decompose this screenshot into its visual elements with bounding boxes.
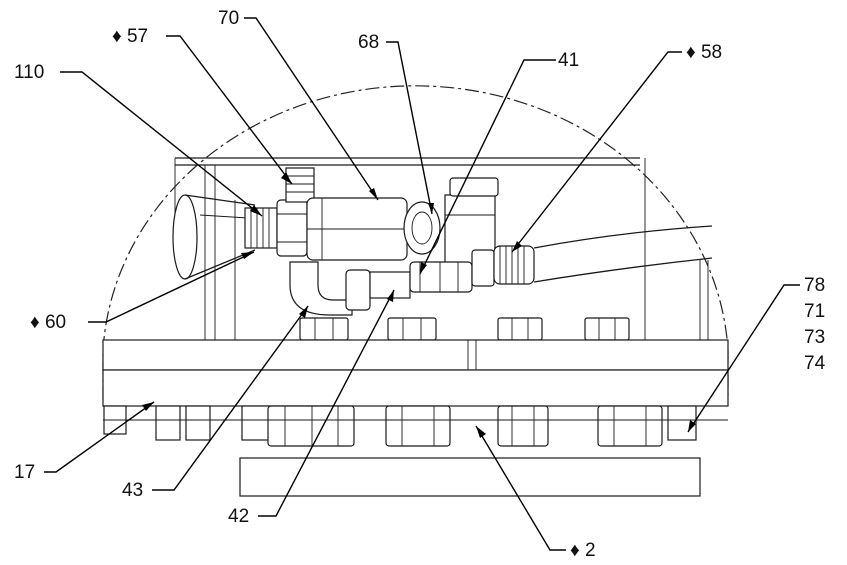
lower-nut-row <box>103 405 728 447</box>
callout-42: 42 <box>228 506 249 527</box>
callout-57: ♦ 57 <box>112 26 148 47</box>
upper-bolt-row <box>299 317 630 341</box>
valve-body-70 <box>306 197 408 261</box>
leader-lines <box>44 17 800 551</box>
tube-assembly-42 <box>369 261 473 299</box>
housing-frame <box>174 157 709 340</box>
base-block <box>239 457 701 497</box>
callout-70: 70 <box>218 8 239 29</box>
hose-58 <box>471 225 713 287</box>
callout-71: 71 <box>804 301 825 322</box>
callout-74: 74 <box>804 353 826 374</box>
callout-110: 110 <box>14 62 44 83</box>
callout-73: 73 <box>804 327 825 348</box>
callout-68: 68 <box>358 32 379 53</box>
callout-60: ♦ 60 <box>30 312 66 333</box>
elbow-43 <box>289 261 371 316</box>
callout-58: ♦ 58 <box>686 42 722 63</box>
fitting-110 <box>244 199 308 257</box>
left-tube <box>172 194 256 280</box>
detail-boundary <box>102 85 729 400</box>
main-plate <box>102 339 729 407</box>
callout-41: 41 <box>558 50 579 71</box>
callout-labels: ♦ 57 70 68 41 ♦ 58 110 ♦ 60 78 71 73 74 … <box>14 8 826 561</box>
fitting-57 <box>285 167 315 203</box>
callout-78: 78 <box>804 275 825 296</box>
callout-2: ♦ 2 <box>570 540 596 561</box>
arrowheads <box>142 172 696 438</box>
callout-17: 17 <box>14 462 35 483</box>
callout-43: 43 <box>122 480 143 501</box>
